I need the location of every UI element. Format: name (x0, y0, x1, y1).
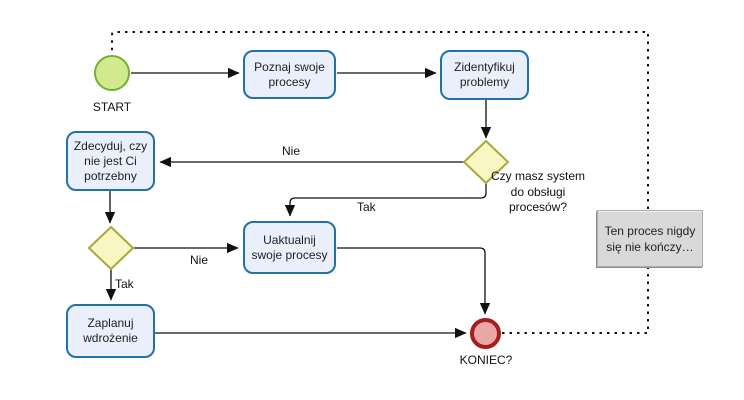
note-never-ends: Ten proces nigdy się nie kończy… (597, 210, 703, 267)
edge-label-needed-nie: Nie (190, 253, 209, 267)
decision-question-label: Czy masz system do obsługi procesów? (490, 169, 585, 214)
start-node (94, 55, 130, 91)
edge-uaktualnij-to-koniec (337, 247, 491, 315)
edge-label-system-nie: Nie (282, 144, 301, 158)
decision-diamond-system (462, 139, 510, 185)
task-poznaj-procesy: Poznaj swoje procesy (243, 50, 336, 99)
edge-label-system-tak: Tak (357, 200, 376, 214)
task-zaplanuj-wdrozenie: Zaplanuj wdrożenie (66, 304, 155, 358)
dotted-return-path (111, 31, 649, 334)
start-node-label: START (92, 100, 132, 114)
edge-decision1-tak-to-uaktualnij (284, 183, 487, 217)
end-node (470, 318, 501, 349)
task-uaktualnij-procesy: Uaktualnij swoje procesy (243, 221, 336, 274)
task-zidentyfikuj-problemy: Zidentyfikuj problemy (440, 50, 529, 100)
edge-label-needed-tak: Tak (115, 277, 134, 291)
decision-diamond-needed (87, 225, 135, 271)
task-zdecyduj-potrzebny: Zdecyduj, czy nie jest Ci potrzebny (66, 131, 155, 191)
end-node-label: KONIEC? (459, 353, 513, 367)
